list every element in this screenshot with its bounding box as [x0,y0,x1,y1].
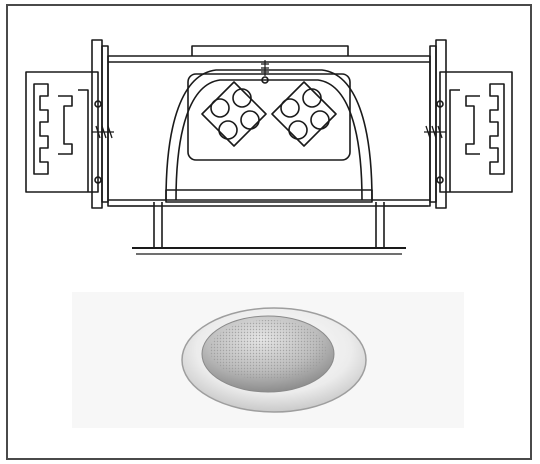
junction-box [165,60,373,201]
downlight-trim-photo [181,307,367,413]
downlight-reflector [201,315,335,393]
lower-flange [110,189,428,255]
housing-box [107,45,431,207]
recessed-housing-drawing [25,39,513,255]
